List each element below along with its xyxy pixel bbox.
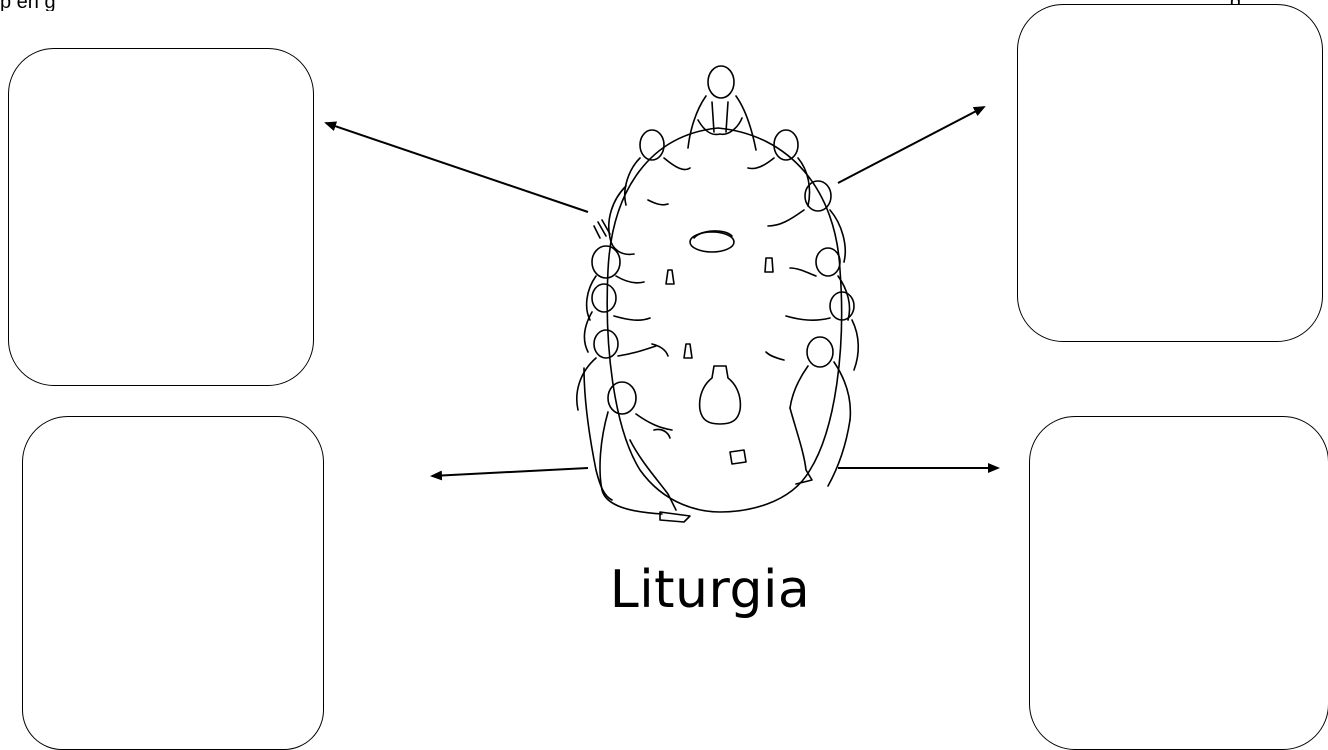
figure-head: [688, 66, 756, 150]
figures-left: [577, 130, 690, 522]
wine-jug: [700, 366, 741, 424]
arrow-to-top-right: [838, 107, 984, 183]
arrow-to-bottom-left: [432, 468, 588, 476]
cup-4: [730, 450, 746, 464]
cup-1: [666, 270, 674, 284]
table-gathering-illustration: [577, 66, 858, 522]
cup-3: [684, 344, 692, 358]
cup-2: [765, 258, 773, 272]
diagram-caption: Liturgia: [560, 560, 860, 620]
arrow-to-top-left: [326, 123, 588, 212]
